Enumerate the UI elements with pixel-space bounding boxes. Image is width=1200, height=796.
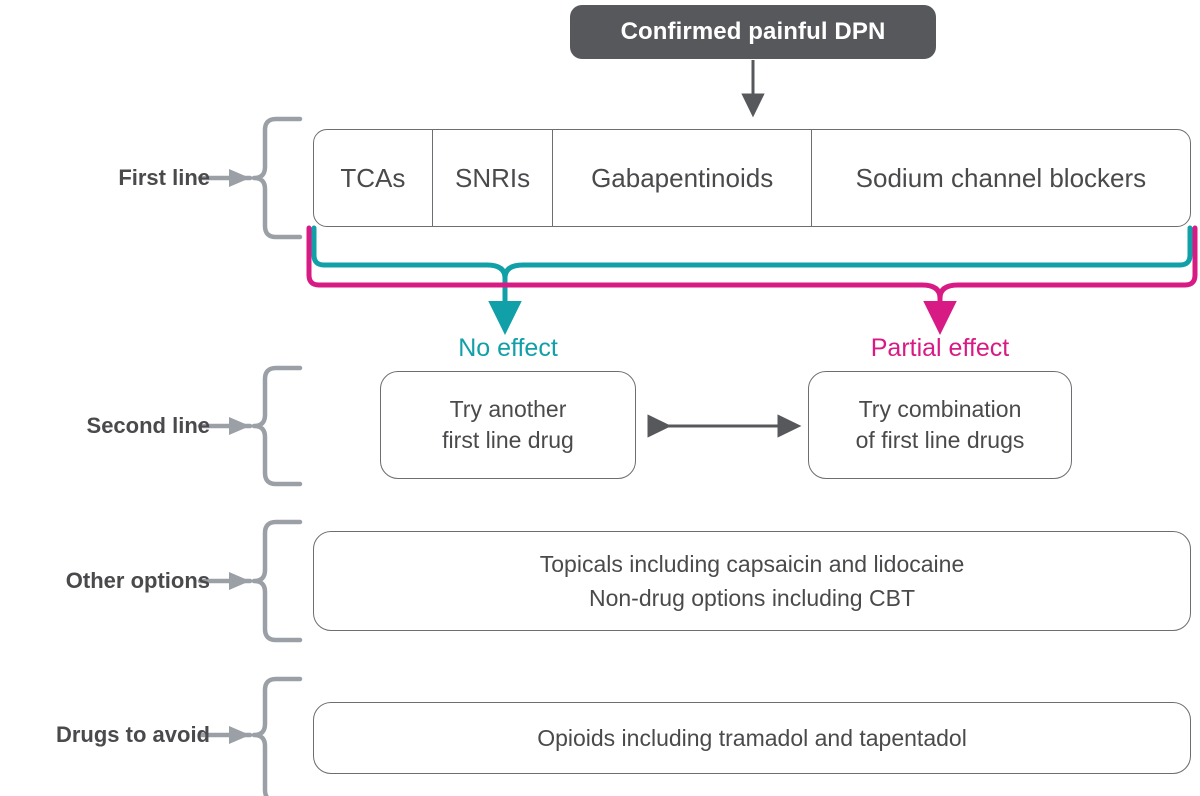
page-title: Confirmed painful DPN bbox=[620, 18, 886, 45]
header-pill: Confirmed painful DPN bbox=[570, 5, 936, 59]
other-options-line1: Topicals including capsaicin and lidocai… bbox=[539, 550, 965, 577]
second-line-left-line1: Try another bbox=[449, 395, 567, 422]
row-label-second-line: Second line bbox=[86, 413, 210, 438]
first-line-option-tcas[interactable]: TCAs bbox=[314, 130, 433, 226]
partial-effect-connector bbox=[306, 225, 1198, 335]
first-line-option-gabapentinoids-label: Gabapentinoids bbox=[591, 162, 774, 193]
second-line-box-try-combination[interactable]: Try combination of first line drugs bbox=[808, 371, 1072, 479]
first-line-options-box: TCAs SNRIs Gabapentinoids Sodium channel… bbox=[313, 129, 1191, 227]
row-label-other-options: Other options bbox=[65, 568, 210, 593]
first-line-option-snris[interactable]: SNRIs bbox=[433, 130, 554, 226]
other-options-box[interactable]: Topicals including capsaicin and lidocai… bbox=[313, 531, 1191, 631]
brace-second-line bbox=[197, 365, 303, 487]
second-line-right-line2: of first line drugs bbox=[855, 427, 1025, 453]
row-label-drugs-to-avoid: Drugs to avoid bbox=[55, 722, 210, 747]
branch-label-partial-effect: Partial effect bbox=[870, 334, 1010, 362]
first-line-option-gabapentinoids[interactable]: Gabapentinoids bbox=[553, 130, 812, 226]
branch-label-no-effect: No effect bbox=[458, 334, 558, 362]
second-line-right-line1: Try combination bbox=[858, 395, 1022, 422]
brace-drugs-to-avoid bbox=[197, 676, 303, 796]
row-label-first-line: First line bbox=[118, 165, 210, 190]
drugs-to-avoid-box[interactable]: Opioids including tramadol and tapentado… bbox=[313, 702, 1191, 774]
other-options-line2: Non-drug options including CBT bbox=[588, 585, 915, 611]
second-line-left-line2: first line drug bbox=[442, 427, 574, 453]
brace-first-line bbox=[197, 116, 303, 240]
first-line-option-sodium-channel-blockers-label: Sodium channel blockers bbox=[855, 162, 1147, 193]
second-line-box-try-another-drug[interactable]: Try another first line drug bbox=[380, 371, 636, 479]
first-line-option-tcas-label: TCAs bbox=[340, 162, 406, 193]
brace-other-options bbox=[197, 519, 303, 643]
first-line-option-sodium-channel-blockers[interactable]: Sodium channel blockers bbox=[812, 130, 1190, 226]
no-effect-connector bbox=[311, 225, 1193, 335]
drugs-to-avoid-line1: Opioids including tramadol and tapentado… bbox=[537, 724, 967, 751]
first-line-option-snris-label: SNRIs bbox=[455, 162, 531, 193]
